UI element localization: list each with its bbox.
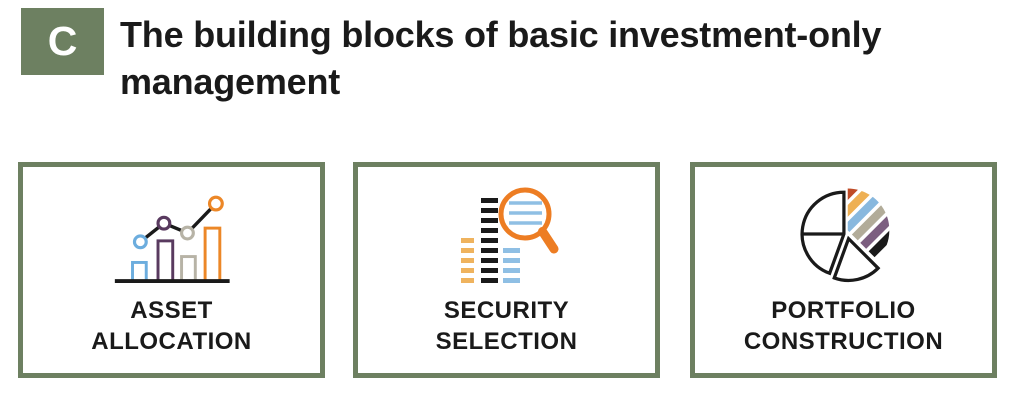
card-label-line: SECURITY <box>443 297 570 324</box>
card-label: PORTFOLIO CONSTRUCTION <box>744 295 943 357</box>
magnified-text-lines <box>508 201 542 225</box>
card-label: SECURITY SELECTION <box>436 295 578 357</box>
figure-title-line: The building blocks of basic investment-… <box>120 14 882 55</box>
black-dash-column <box>480 198 498 283</box>
figure-title-line: management <box>120 61 341 102</box>
card-asset-allocation: ASSET ALLOCATION <box>18 162 325 378</box>
card-security-selection: SECURITY SELECTION <box>353 162 660 378</box>
pie-chart-icon-svg <box>800 188 889 283</box>
figure-title: The building blocks of basic investment-… <box>120 11 882 105</box>
exhibit-letter-badge: C <box>21 8 104 75</box>
magnifier-search-icon <box>453 182 561 286</box>
card-label-line: PORTFOLIO <box>771 297 916 324</box>
pie-chart-icon <box>791 182 897 286</box>
exploded-wedge <box>831 235 880 283</box>
magnifier-search-icon-svg <box>460 187 558 283</box>
yellow-dash-column <box>460 238 474 283</box>
blue-dash-column <box>502 248 520 283</box>
combo-chart-icon-svg <box>114 195 230 284</box>
card-label-line: ASSET <box>130 297 213 324</box>
building-blocks-row: ASSET ALLOCATION <box>0 162 1026 378</box>
card-label: ASSET ALLOCATION <box>91 295 252 357</box>
card-portfolio-construction: PORTFOLIO CONSTRUCTION <box>690 162 997 378</box>
card-label-line: CONSTRUCTION <box>743 328 944 355</box>
card-label-line: SELECTION <box>435 328 578 355</box>
card-label-line: ALLOCATION <box>91 328 252 355</box>
combo-chart-icon <box>107 182 237 286</box>
